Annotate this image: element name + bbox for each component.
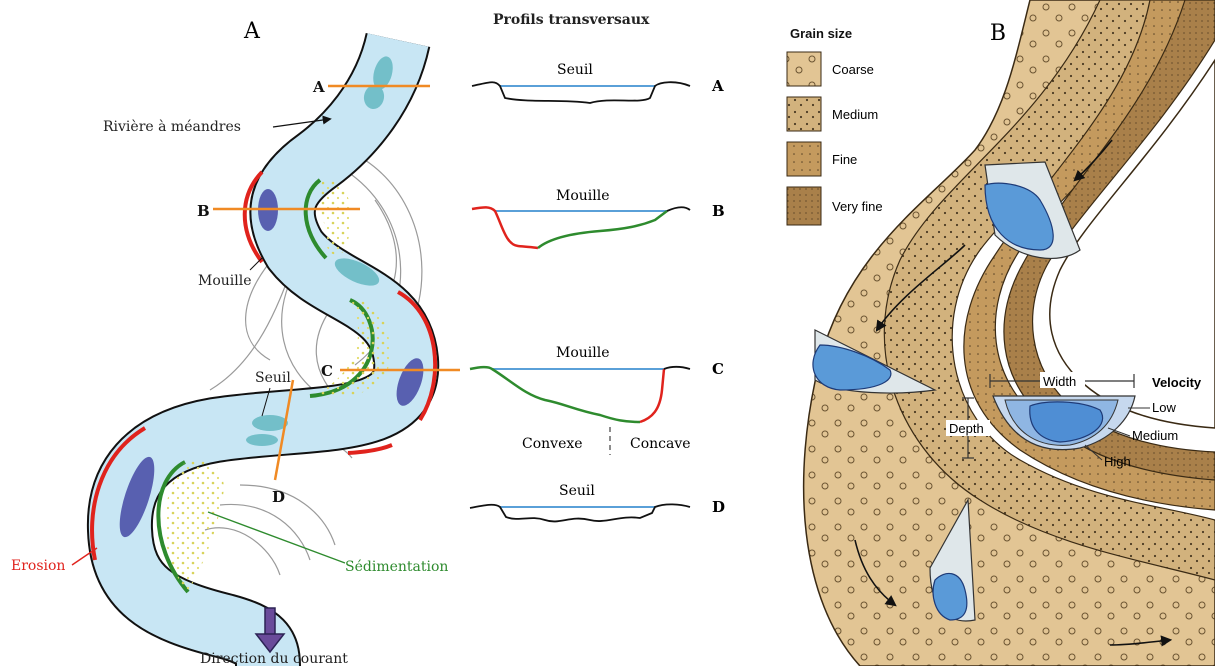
profile-c-left-note: Convexe xyxy=(522,436,583,452)
profile-d-letter: D xyxy=(712,498,725,516)
grain-item-fine: Fine xyxy=(832,152,857,167)
profile-b: Mouille B xyxy=(472,188,725,248)
profile-c-label: Mouille xyxy=(556,345,610,361)
label-sedimentation: Sédimentation xyxy=(345,559,448,575)
profile-a-label: Seuil xyxy=(557,62,593,78)
panel-b-label: B xyxy=(990,21,1006,46)
velocity-title: Velocity xyxy=(1152,375,1202,390)
grain-item-coarse: Coarse xyxy=(832,62,874,77)
depth-label: Depth xyxy=(949,421,984,436)
section-letter-a: A xyxy=(312,78,325,96)
label-seuil-a: Seuil xyxy=(255,370,291,386)
profiles-title: Profils transversaux xyxy=(493,12,650,28)
panel-b: B Grain size Coarse Medium Fine Very fin… xyxy=(787,0,1215,666)
profile-a: Seuil A xyxy=(472,62,724,103)
label-erosion: Erosion xyxy=(11,558,65,574)
label-riviere: Rivière à méandres xyxy=(103,118,241,135)
width-label: Width xyxy=(1043,374,1076,389)
section-letter-b: B xyxy=(197,202,210,220)
meander-sediment-bands xyxy=(804,0,1215,666)
profile-d-label: Seuil xyxy=(559,483,595,499)
profile-b-letter: B xyxy=(712,202,725,220)
profile-d: Seuil D xyxy=(470,483,725,521)
label-direction: Direction du courant xyxy=(200,651,348,666)
grain-size-title: Grain size xyxy=(790,26,852,41)
profile-b-label: Mouille xyxy=(556,188,610,204)
grain-item-very-fine: Very fine xyxy=(832,199,883,214)
grain-item-medium: Medium xyxy=(832,107,878,122)
profile-c-right-note: Concave xyxy=(630,436,691,452)
profile-c: Mouille Convexe Concave C xyxy=(470,345,724,455)
panel-a-label: A xyxy=(243,19,261,44)
grain-size-legend: Grain size Coarse Medium Fine Very fine xyxy=(787,26,883,225)
velocity-low: Low xyxy=(1152,400,1176,415)
section-letter-d: D xyxy=(272,488,285,506)
label-mouille-a: Mouille xyxy=(198,273,252,289)
velocity-high: High xyxy=(1104,454,1131,469)
velocity-medium: Medium xyxy=(1132,428,1178,443)
profile-a-letter: A xyxy=(711,77,724,95)
section-letter-c: C xyxy=(321,362,333,380)
profile-c-letter: C xyxy=(712,360,724,378)
panel-a: A xyxy=(11,12,725,666)
